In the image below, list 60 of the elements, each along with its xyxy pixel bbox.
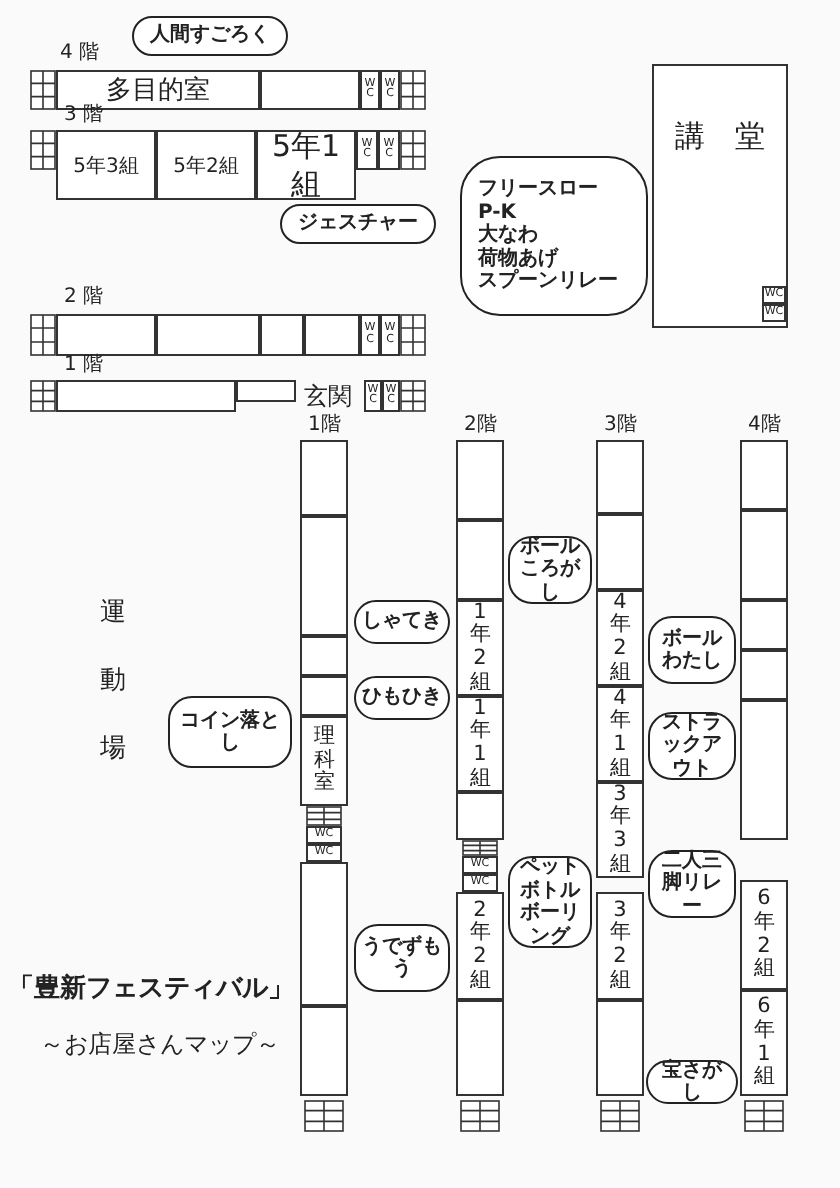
room <box>456 520 504 600</box>
room: 4年1組 <box>596 686 644 782</box>
thought-bubble: ストラックアウト <box>648 712 736 780</box>
thought-bubble: ペットボトルボーリング <box>508 856 592 948</box>
room <box>456 440 504 520</box>
room <box>300 676 348 716</box>
room: 6年1組 <box>740 990 788 1096</box>
room <box>300 636 348 676</box>
title: 「豊新フェスティバル」 <box>8 976 294 1002</box>
thought-bubble: 人間すごろく <box>132 16 288 56</box>
room <box>56 380 236 412</box>
room <box>260 70 360 110</box>
room: 3年3組 <box>596 782 644 878</box>
room: 5年2組 <box>156 130 256 200</box>
room <box>740 700 788 840</box>
room: 2年2組 <box>456 892 504 1000</box>
room: 6年2組 <box>740 880 788 990</box>
room: 1年2組 <box>456 600 504 696</box>
room: 5年1組 <box>256 130 356 200</box>
floor-label: 2 階 <box>64 288 104 308</box>
place-label: 玄関 <box>304 384 352 408</box>
room <box>456 792 504 840</box>
room: 5年3組 <box>56 130 156 200</box>
room <box>300 862 348 1006</box>
thought-bubble: ジェスチャー <box>280 204 436 244</box>
thought-bubble: ボールわたし <box>648 616 736 684</box>
room <box>740 510 788 600</box>
room: 1年1組 <box>456 696 504 792</box>
room: 3年2組 <box>596 892 644 1000</box>
room <box>740 600 788 650</box>
floor-label: 1階 <box>308 416 341 436</box>
room <box>236 380 296 402</box>
room <box>456 1000 504 1096</box>
floor-label: 1 階 <box>64 356 104 376</box>
area-label: 運動場 <box>100 596 126 768</box>
subtitle: ～お店屋さんマップ～ <box>40 1032 280 1056</box>
room <box>300 1006 348 1096</box>
room <box>300 440 348 516</box>
thought-bubble: うでずもう <box>354 924 450 992</box>
thought-bubble: コイン落とし <box>168 696 292 768</box>
room <box>56 314 156 356</box>
floor-label: 4階 <box>748 416 781 436</box>
room <box>596 514 644 590</box>
room <box>740 650 788 700</box>
room <box>304 314 360 356</box>
floor-label: 3階 <box>604 416 637 436</box>
room <box>596 1000 644 1096</box>
floor-label: 3 階 <box>64 106 104 126</box>
thought-bubble: ひもひき <box>354 676 450 720</box>
room <box>596 440 644 514</box>
room <box>300 516 348 636</box>
room <box>740 440 788 510</box>
thought-bubble: フリースロー P-K 大なわ 荷物あげ スプーンリレー <box>460 156 648 316</box>
room: 4年2組 <box>596 590 644 686</box>
floor-label: 4 階 <box>60 44 100 64</box>
room <box>156 314 260 356</box>
thought-bubble: しゃてき <box>354 600 450 644</box>
room <box>260 314 304 356</box>
room: 理科室 <box>300 716 348 806</box>
floor-label: 2階 <box>464 416 497 436</box>
